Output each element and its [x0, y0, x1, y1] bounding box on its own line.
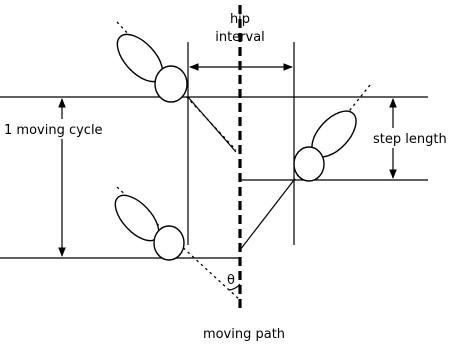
- moving-path-label: moving path: [203, 327, 285, 342]
- theta-arc: [228, 283, 241, 291]
- hip-interval-label-line1: hip: [230, 12, 250, 27]
- foot-axis-top: [116, 21, 237, 151]
- foot-axis-bottom: [116, 186, 241, 301]
- hip-interval-label-line2: interval: [215, 30, 265, 45]
- step-length-label: step length: [373, 132, 447, 147]
- footprint-bottom-left: [114, 194, 185, 261]
- moving-cycle-label: 1 moving cycle: [4, 123, 103, 138]
- footprint-top-left: [116, 33, 188, 103]
- footprint-right: [293, 110, 357, 182]
- theta-label: θ: [227, 273, 235, 288]
- travel-line-right: [239, 179, 295, 251]
